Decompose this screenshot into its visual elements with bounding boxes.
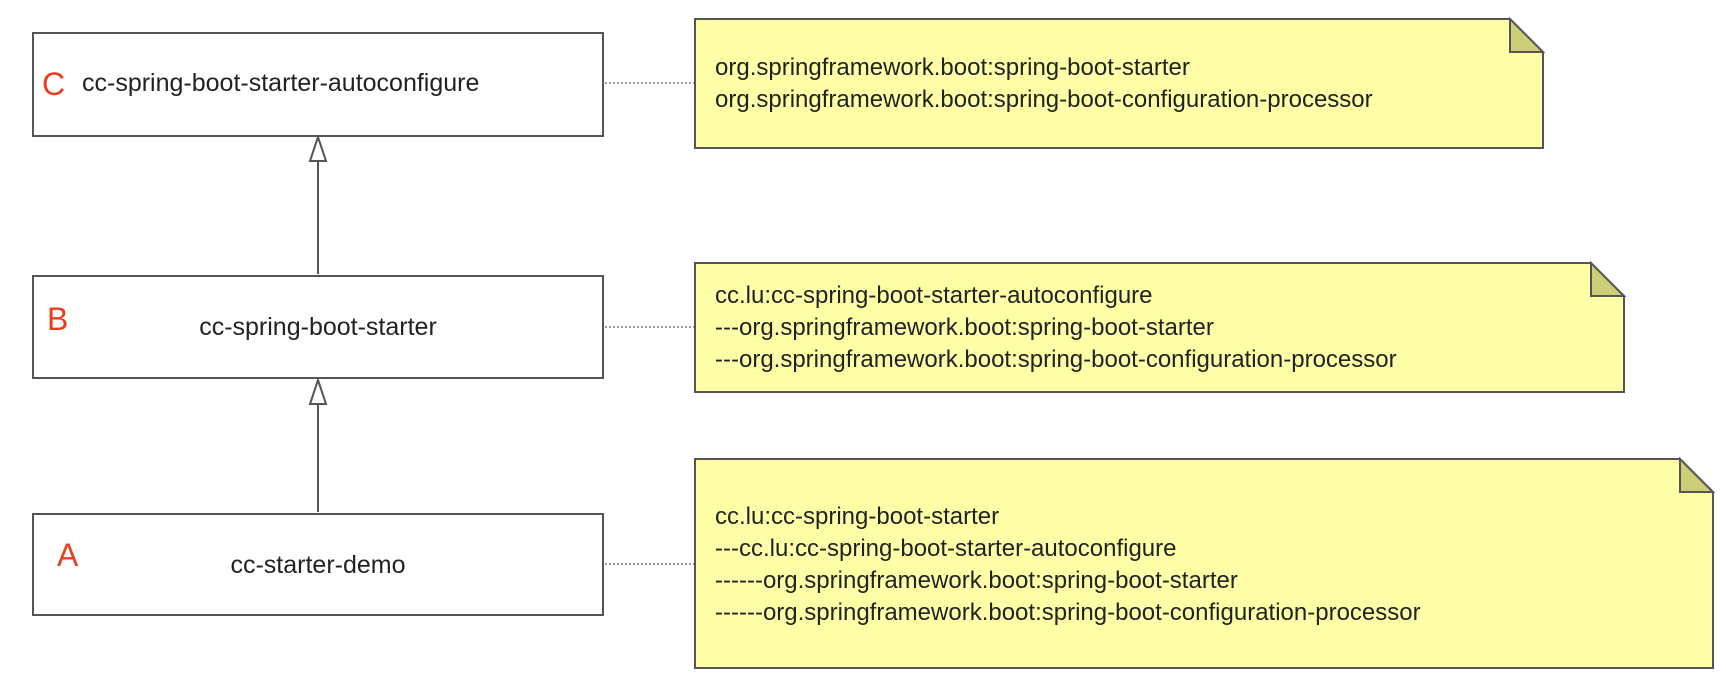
inherit-arrow-c xyxy=(308,133,328,162)
module-c-letter: C xyxy=(42,66,65,102)
note-b: cc.lu:cc-spring-boot-starter-autoconfigu… xyxy=(694,260,1627,393)
note-a-line: cc.lu:cc-spring-boot-starter xyxy=(715,503,999,530)
note-b-line: ---org.springframework.boot:spring-boot-… xyxy=(715,314,1214,341)
note-b-line: ---org.springframework.boot:spring-boot-… xyxy=(715,346,1397,373)
note-a-line: ------org.springframework.boot:spring-bo… xyxy=(715,567,1238,594)
note-b-fold xyxy=(1590,260,1627,297)
note-c-line: org.springframework.boot:spring-boot-sta… xyxy=(715,54,1190,81)
note-a: cc.lu:cc-spring-boot-starter ---cc.lu:cc… xyxy=(694,456,1716,669)
note-c-body xyxy=(694,18,1544,149)
note-b-line: cc.lu:cc-spring-boot-starter-autoconfigu… xyxy=(715,282,1153,309)
module-c-box xyxy=(32,32,604,137)
note-a-line: ---cc.lu:cc-spring-boot-starter-autoconf… xyxy=(715,535,1177,562)
module-b-name: cc-spring-boot-starter xyxy=(199,313,437,341)
note-c-line: org.springframework.boot:spring-boot-con… xyxy=(715,86,1373,113)
module-c-name: cc-spring-boot-starter-autoconfigure xyxy=(82,69,479,97)
note-a-line: ------org.springframework.boot:spring-bo… xyxy=(715,599,1421,626)
note-a-fold xyxy=(1679,456,1716,493)
module-b[interactable]: B cc-spring-boot-starter xyxy=(32,275,604,379)
module-a[interactable]: A cc-starter-demo xyxy=(32,513,604,616)
note-a-body xyxy=(694,458,1714,669)
note-b-body xyxy=(694,262,1625,393)
note-c: org.springframework.boot:spring-boot-sta… xyxy=(694,16,1546,149)
module-a-letter: A xyxy=(57,537,79,573)
module-c[interactable]: C cc-spring-boot-starter-autoconfigure xyxy=(32,32,604,137)
module-a-name: cc-starter-demo xyxy=(230,551,405,579)
inherit-arrow-b xyxy=(308,376,328,405)
note-c-fold xyxy=(1509,16,1546,53)
module-b-box xyxy=(32,275,604,379)
module-b-letter: B xyxy=(47,301,68,337)
module-a-box xyxy=(32,513,604,616)
